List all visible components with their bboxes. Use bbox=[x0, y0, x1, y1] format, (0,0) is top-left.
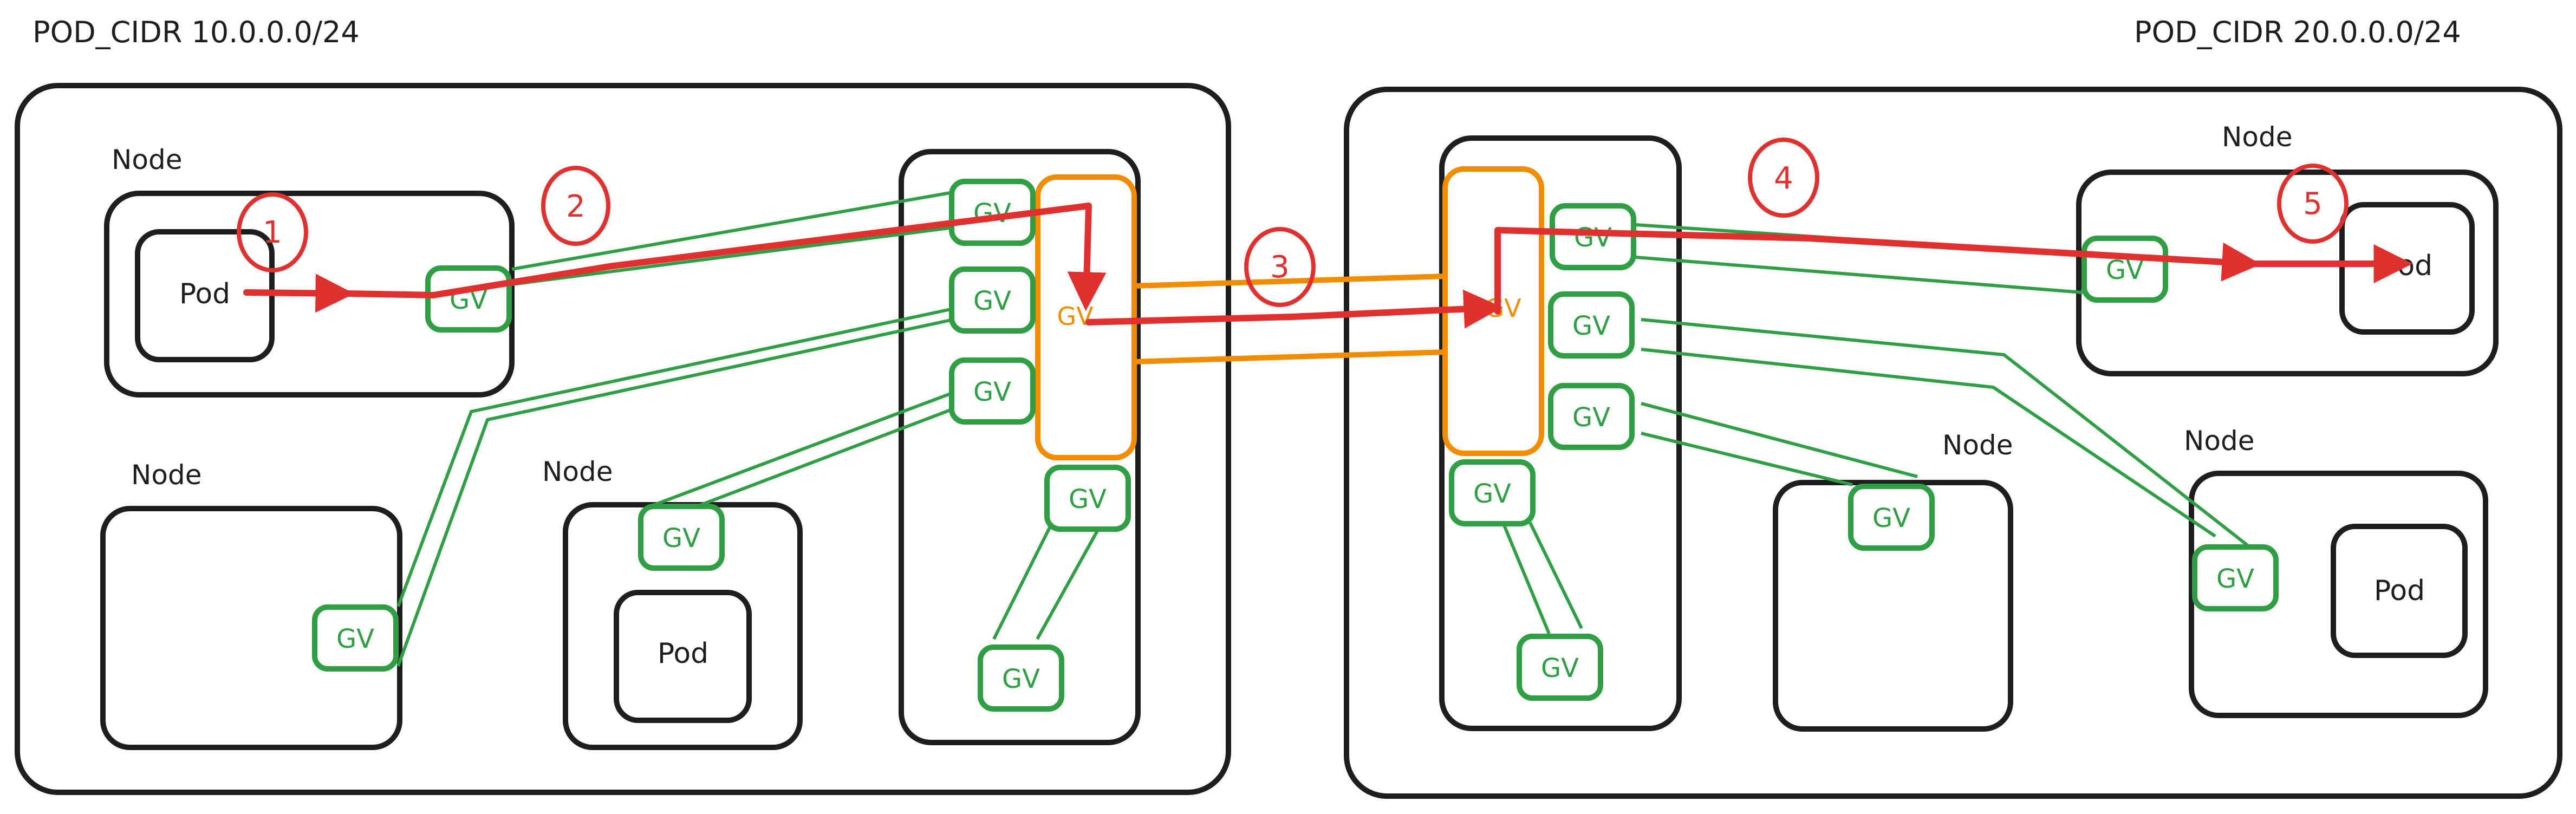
step-marker-1 bbox=[237, 192, 308, 272]
cluster-right bbox=[1344, 87, 2562, 799]
node-r2 bbox=[1773, 480, 2013, 732]
step-label-1: 1 bbox=[263, 215, 282, 250]
node-l2 bbox=[100, 506, 402, 750]
pod-r3 bbox=[2331, 524, 2468, 658]
step-label-4: 4 bbox=[1774, 161, 1793, 196]
node-label: Node bbox=[131, 459, 202, 491]
gv-label: GV bbox=[973, 286, 1011, 316]
gateway-label: GV bbox=[1057, 302, 1094, 331]
cluster-left-cidr: POD_CIDR 10.0.0.0/24 bbox=[32, 15, 360, 49]
gateway-node-right bbox=[1439, 135, 1682, 731]
step-marker-5 bbox=[2277, 164, 2349, 244]
gv-label: GV bbox=[2216, 564, 2254, 594]
gv-label: GV bbox=[336, 624, 374, 654]
pod-l3 bbox=[614, 590, 752, 723]
gateway-node-left bbox=[899, 149, 1141, 745]
gv-label: GV bbox=[662, 523, 700, 553]
pod-label: Pod bbox=[658, 637, 708, 670]
step-label-2: 2 bbox=[566, 189, 586, 224]
tunnels-left bbox=[396, 191, 1107, 667]
traffic-path bbox=[243, 203, 2413, 329]
step-marker-2 bbox=[541, 166, 610, 246]
node-label: Node bbox=[112, 144, 183, 175]
gv-label: GV bbox=[973, 377, 1011, 407]
step-markers bbox=[237, 138, 2349, 307]
node-r3 bbox=[2189, 471, 2488, 718]
gv-label: GV bbox=[1872, 503, 1910, 533]
step-label-3: 3 bbox=[1270, 250, 1290, 285]
gv-label: GV bbox=[1002, 664, 1040, 694]
node-r1 bbox=[2076, 170, 2499, 376]
cluster-right-cidr: POD_CIDR 20.0.0.0/24 bbox=[2134, 15, 2461, 49]
gv-label: GV bbox=[1069, 484, 1107, 515]
node-label: Node bbox=[542, 456, 613, 487]
step-marker-4 bbox=[1748, 138, 1819, 218]
gateway-left bbox=[1035, 174, 1137, 460]
gateway-tunnel bbox=[1133, 273, 1447, 364]
node-label: Node bbox=[2184, 425, 2255, 457]
gv-boxes: GV GV GV GV GV GV GV GV GV GV GV GV GV G… bbox=[312, 179, 2279, 712]
node-label: Node bbox=[1942, 429, 2013, 461]
pod-r1 bbox=[2339, 202, 2475, 335]
cluster-left bbox=[15, 83, 1231, 795]
node-label: Node bbox=[2222, 121, 2293, 153]
gv-label: GV bbox=[1541, 653, 1579, 683]
pod-label: Pod bbox=[179, 278, 230, 310]
gv-label: GV bbox=[1473, 479, 1511, 509]
pod-label: Pod bbox=[2374, 575, 2425, 607]
tunnels-right bbox=[1501, 223, 2254, 635]
step-label-5: 5 bbox=[2303, 186, 2323, 222]
gv-label: GV bbox=[1572, 402, 1610, 433]
gv-label: GV bbox=[1574, 223, 1612, 253]
step-marker-3 bbox=[1244, 227, 1316, 307]
gv-label: GV bbox=[1572, 311, 1610, 341]
